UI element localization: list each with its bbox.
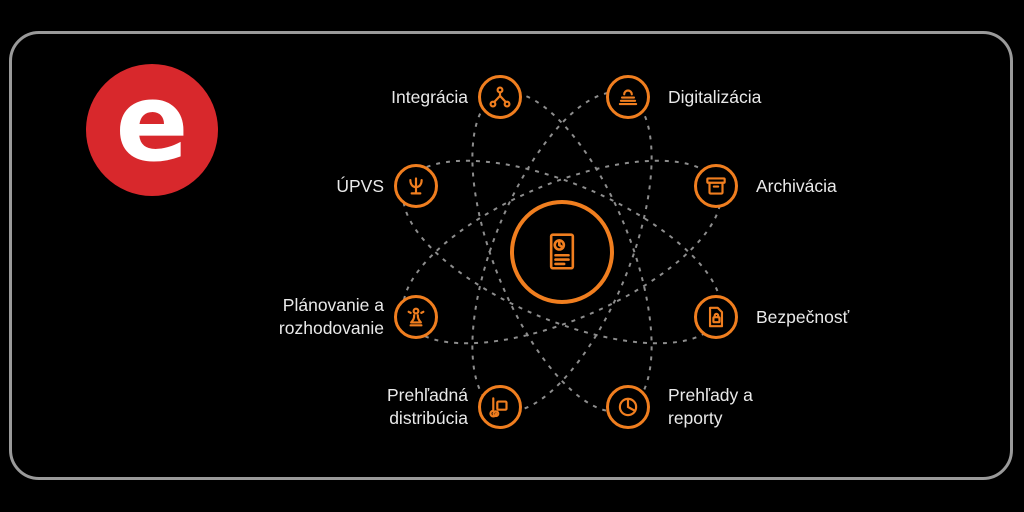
node-digitalizacia	[606, 75, 650, 119]
distribution-icon	[489, 397, 508, 418]
label-prehladna-distribucia: Prehľadná distribúcia	[387, 385, 468, 428]
archive-icon	[706, 177, 726, 195]
logo-badge: e	[86, 64, 218, 196]
label-prehlady-reporty: Prehľady a reporty	[668, 385, 753, 428]
node-prehladna-distribucia	[478, 385, 522, 429]
upvs-icon	[409, 177, 423, 195]
reports-icon	[618, 397, 638, 417]
label-integracia: Integrácia	[391, 87, 468, 107]
label-planovanie: Plánovanie a rozhodovanie	[278, 295, 384, 338]
digitization-icon	[618, 89, 638, 106]
node-upvs	[394, 164, 438, 208]
label-upvs: ÚPVS	[336, 176, 384, 196]
label-archivacia: Archivácia	[756, 176, 837, 196]
planning-icon	[407, 307, 425, 327]
logo-letter: e	[115, 61, 189, 186]
node-integracia	[478, 75, 522, 119]
node-planovanie	[394, 295, 438, 339]
central-node	[510, 200, 614, 304]
integration-icon	[489, 86, 511, 108]
node-prehlady-reporty	[606, 385, 650, 429]
label-bezpecnost: Bezpečnosť	[756, 307, 850, 327]
label-digitalizacia: Digitalizácia	[668, 87, 762, 107]
node-bezpecnost	[694, 295, 738, 339]
border-frame	[9, 31, 1013, 480]
document-report-icon	[549, 233, 575, 270]
security-icon	[708, 306, 724, 328]
node-archivacia	[694, 164, 738, 208]
